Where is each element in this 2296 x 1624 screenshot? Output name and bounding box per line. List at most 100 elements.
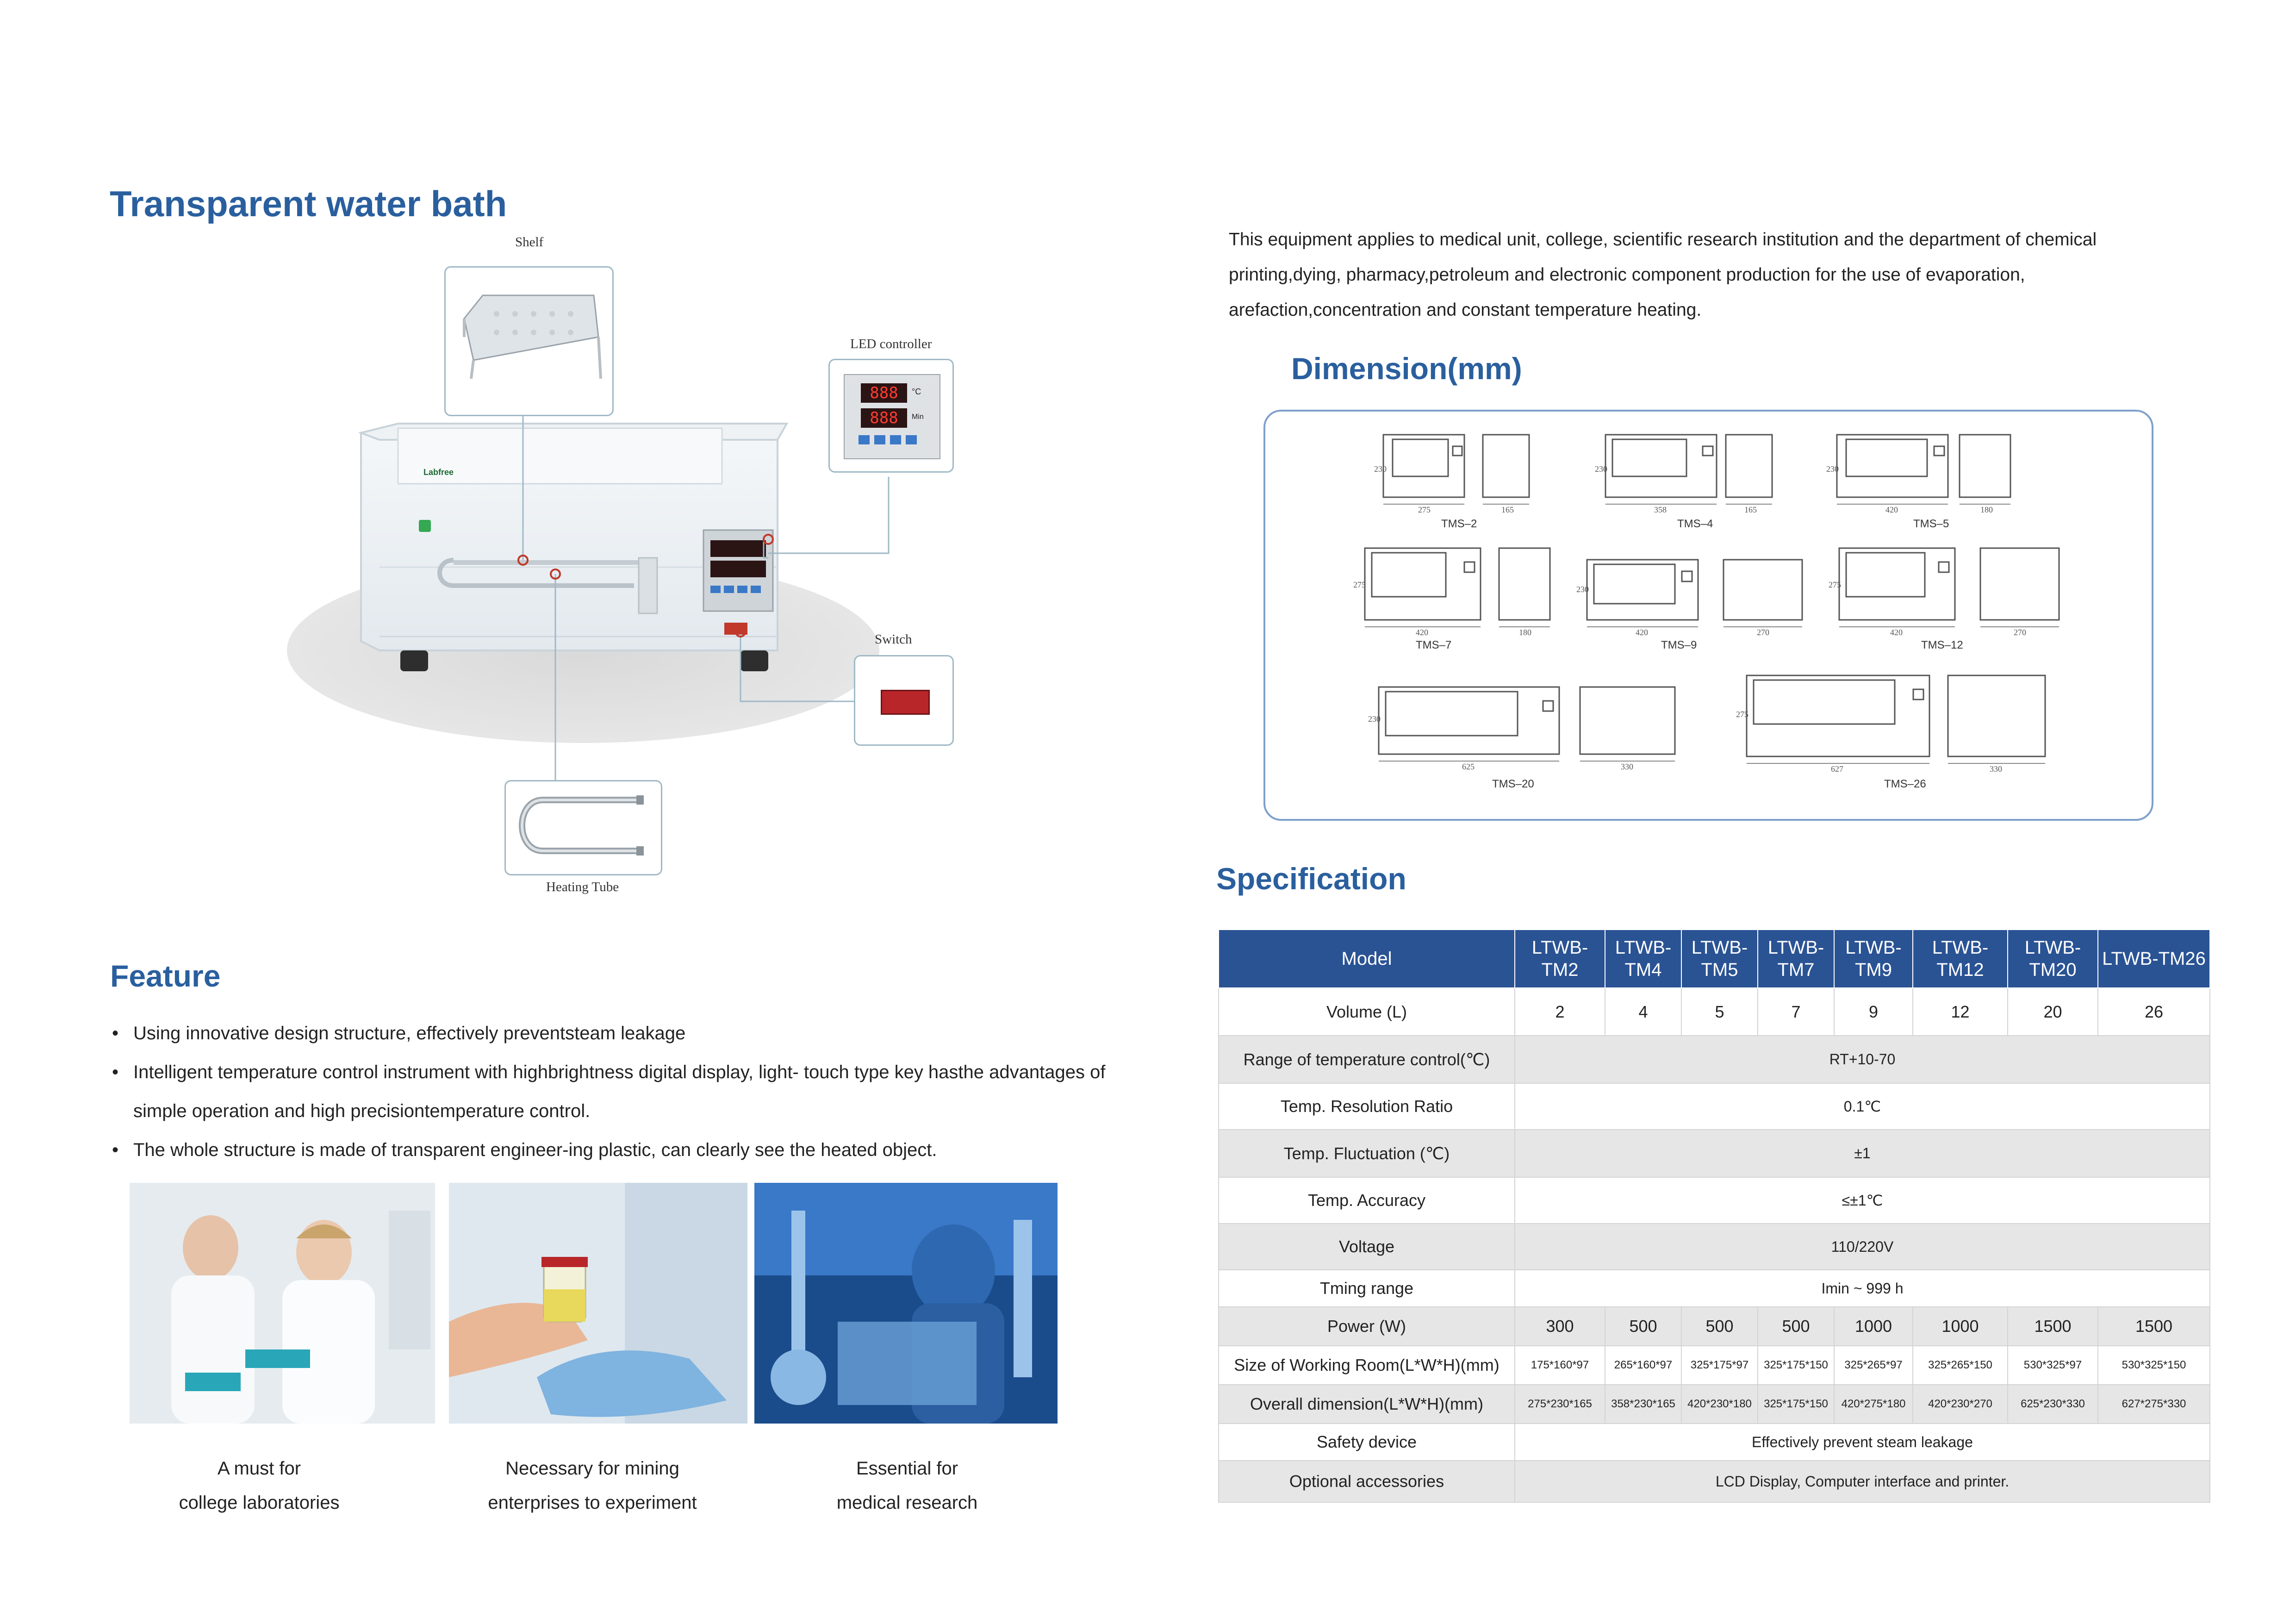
led-display-top: 888: [861, 383, 907, 403]
table-cell: 275*230*165: [1514, 1384, 1605, 1424]
table-cell: 500: [1681, 1306, 1758, 1346]
table-cell: 0.1℃: [1514, 1083, 2210, 1130]
switch-label: Switch: [875, 632, 912, 647]
table-row: Overall dimension(L*W*H)(mm) 275*230*165…: [1218, 1384, 2210, 1424]
table-cell: 110/220V: [1514, 1223, 2210, 1270]
hands-vial-image: [449, 1183, 747, 1424]
dim-tms20-h: 230: [1368, 714, 1381, 724]
photo-mining-enterprises: [449, 1183, 747, 1424]
photo-medical-research: [754, 1183, 1058, 1424]
dimension-title: Dimension(mm): [1291, 351, 1522, 386]
dim-tms7-w: 420: [1416, 628, 1428, 637]
dim-tms4-w: 358: [1654, 505, 1667, 514]
row-label: Temp. Accuracy: [1218, 1177, 1515, 1224]
specification-table: Model LTWB-TM2 LTWB-TM4 LTWB-TM5 LTWB-TM…: [1218, 929, 2210, 1503]
caption-medical: Essential for medical research: [836, 1458, 978, 1513]
row-label: Tming range: [1218, 1269, 1515, 1307]
dim-tms2-name: TMS–2: [1441, 518, 1477, 530]
dim-tms5-name: TMS–5: [1913, 518, 1949, 530]
panel-key-1: [859, 435, 870, 444]
table-cell: 625*230*330: [2007, 1384, 2098, 1424]
dim-tms9-d: 270: [1757, 628, 1769, 637]
dim-tms12-name: TMS–12: [1921, 639, 1963, 651]
logo: Labfree: [423, 468, 454, 477]
table-cell: 20: [2007, 987, 2098, 1036]
table-row: Safety device Effectively prevent steam …: [1218, 1423, 2210, 1461]
led-panel: 888 °C 888 Min: [844, 374, 940, 459]
table-cell: 12: [1912, 987, 2008, 1036]
table-cell: 420*230*270: [1912, 1384, 2008, 1424]
table-row: Range of temperature control(℃) RT+10-70: [1218, 1035, 2210, 1084]
dim-tms4-h: 230: [1595, 464, 1607, 474]
table-cell: 530*325*150: [2097, 1345, 2210, 1385]
table-row: Size of Working Room(L*W*H)(mm) 175*160*…: [1218, 1345, 2210, 1385]
table-cell: Effectively prevent steam leakage: [1514, 1423, 2210, 1461]
table-header-row: Model LTWB-TM2 LTWB-TM4 LTWB-TM5 LTWB-TM…: [1218, 929, 2210, 988]
table-cell: 26: [2097, 987, 2210, 1036]
feature-item: Intelligent temperature control instrume…: [111, 1053, 1119, 1131]
table-cell: 5: [1681, 987, 1758, 1036]
table-cell: 500: [1605, 1306, 1682, 1346]
dim-tms7-h: 275: [1353, 580, 1366, 589]
dim-tms12-w: 420: [1890, 628, 1903, 637]
panel-key-2: [874, 435, 885, 444]
row-label: Range of temperature control(℃): [1218, 1035, 1515, 1084]
row-label: Size of Working Room(L*W*H)(mm): [1218, 1345, 1515, 1385]
page-title: Transparent water bath: [110, 183, 507, 224]
table-cell: 420*230*180: [1681, 1384, 1758, 1424]
table-cell: 2: [1514, 987, 1605, 1036]
shelf-callout: [444, 266, 614, 416]
specification-title: Specification: [1216, 862, 1406, 896]
scientist-glassware-image: [754, 1183, 1058, 1424]
row-label: Overall dimension(L*W*H)(mm): [1218, 1384, 1515, 1424]
table-cell: 325*265*97: [1834, 1345, 1913, 1385]
table-cell: 358*230*165: [1605, 1384, 1682, 1424]
model-cell: LTWB-TM2: [1514, 929, 1605, 988]
table-cell: RT+10-70: [1514, 1035, 2210, 1084]
table-row: Optional accessories LCD Display, Comput…: [1218, 1460, 2210, 1503]
table-row: Temp. Accuracy ≤±1℃: [1218, 1177, 2210, 1224]
dim-tms26-d: 330: [1990, 764, 2002, 774]
table-cell: Imin ~ 999 h: [1514, 1269, 2210, 1307]
table-row: Voltage 110/220V: [1218, 1223, 2210, 1270]
feature-title: Feature: [110, 959, 221, 993]
dim-tms12-h: 275: [1829, 580, 1841, 589]
shelf-label: Shelf: [515, 235, 544, 250]
dim-tms9-w: 420: [1636, 628, 1648, 637]
dim-tms7-name: TMS–7: [1416, 639, 1451, 651]
led-controller-callout: 888 °C 888 Min: [828, 359, 954, 473]
table-cell: LCD Display, Computer interface and prin…: [1514, 1460, 2210, 1503]
product-diagram: Labfree Shelf LED controller 888 °C 888 …: [259, 234, 1023, 919]
heating-tube-label: Heating Tube: [546, 880, 619, 894]
dim-tms9-h: 230: [1576, 585, 1589, 594]
table-cell: 1500: [2007, 1306, 2098, 1346]
table-cell: 265*160*97: [1605, 1345, 1682, 1385]
row-label: Volume (L): [1218, 987, 1515, 1036]
row-label: Optional accessories: [1218, 1460, 1515, 1503]
feature-item: Using innovative design structure, effec…: [111, 1014, 1129, 1053]
lab-scientists-image: [130, 1183, 435, 1424]
table-row: Volume (L) 2 4 5 7 9 12 20 26: [1218, 987, 2210, 1036]
switch-icon: [881, 690, 930, 715]
panel-key-4: [906, 435, 917, 444]
table-cell: 627*275*330: [2097, 1384, 2210, 1424]
model-cell: LTWB-TM12: [1912, 929, 2008, 988]
model-cell: LTWB-TM26: [2097, 929, 2210, 988]
row-label: Safety device: [1218, 1423, 1515, 1461]
table-cell: 300: [1514, 1306, 1605, 1346]
dim-tms9-name: TMS–9: [1661, 639, 1697, 651]
caption-mining: Necessary for mining enterprises to expe…: [488, 1458, 697, 1513]
row-label: Power (W): [1218, 1306, 1515, 1346]
dim-tms5-h: 230: [1826, 464, 1839, 474]
dim-tms20-w: 625: [1462, 762, 1475, 771]
dim-tms4-d: 165: [1744, 505, 1757, 514]
dim-tms20-d: 330: [1621, 762, 1633, 771]
celsius-unit: °C: [912, 387, 921, 396]
table-cell: 1500: [2097, 1306, 2210, 1346]
table-cell: ±1: [1514, 1129, 2210, 1178]
table-cell: 175*160*97: [1514, 1345, 1605, 1385]
dim-tms5-w: 420: [1885, 505, 1898, 514]
row-label: Temp. Fluctuation (℃): [1218, 1129, 1515, 1178]
